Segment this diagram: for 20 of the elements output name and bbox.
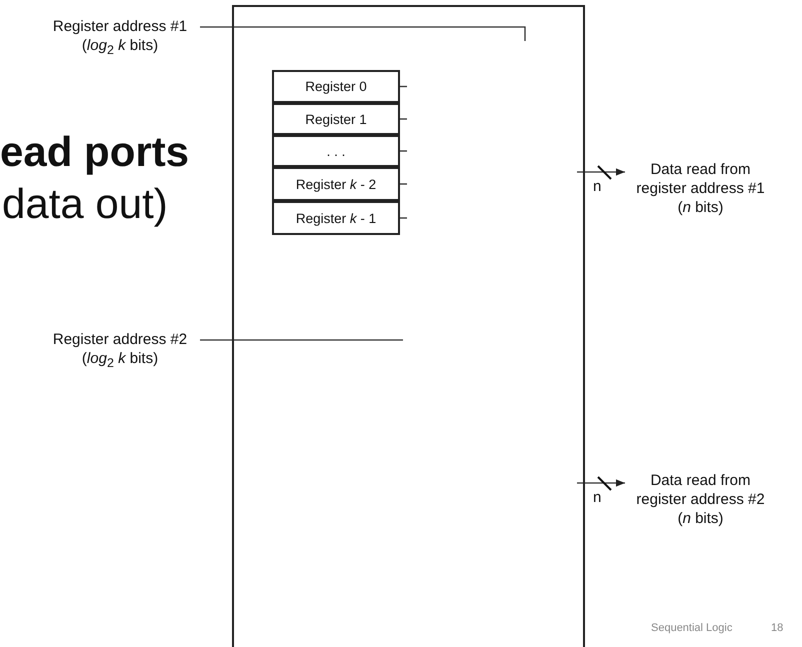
- signal-line: [200, 339, 404, 341]
- arrow: [577, 479, 625, 487]
- signal-line: [200, 26, 526, 41]
- page-number: 18: [771, 622, 784, 634]
- signal-label: Data read from register address #2 (n bits): [628, 471, 773, 528]
- signal-label: Register address #1 (log$_{2}$ k bits): [45, 17, 195, 60]
- register-box: Register 1: [272, 103, 400, 135]
- bus-width-label: n: [593, 178, 602, 195]
- register-box: Register k - 1: [272, 201, 400, 235]
- register-file-block: [232, 5, 585, 647]
- slide-title-fragment: ead ports: [0, 128, 190, 176]
- bus-width-label: n: [593, 489, 602, 506]
- register-box: . . .: [272, 135, 400, 167]
- signal-label: Register address #2 (log$_{2}$ k bits): [45, 330, 195, 373]
- footer-text: Sequential Logic: [651, 622, 732, 634]
- register-box: Register 0: [272, 70, 400, 103]
- register-box: Register k - 2: [272, 167, 400, 201]
- arrow: [577, 168, 625, 176]
- signal-label: Data read from register address #1 (n bits): [628, 160, 773, 217]
- slide-title-fragment: data out): [2, 180, 168, 228]
